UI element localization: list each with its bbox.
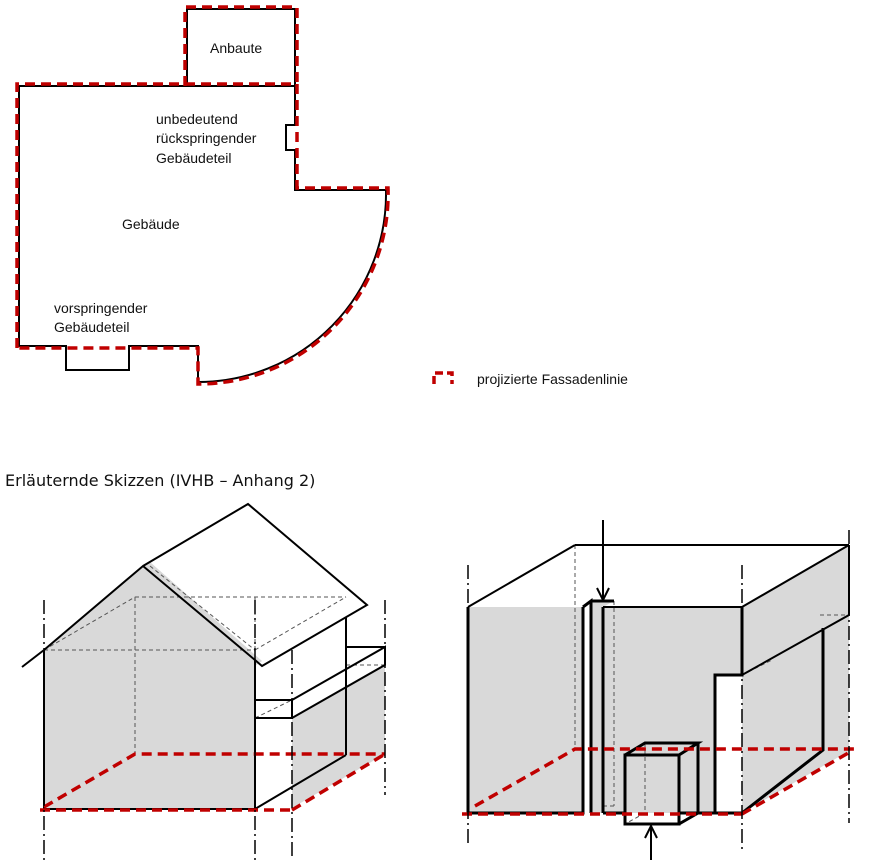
arrow-down-icon	[596, 520, 610, 603]
label-ruecksp-3: Gebäudeteil	[156, 150, 232, 166]
label-ruecksp-2: rückspringender	[156, 130, 257, 146]
projected-facade-line	[15, 5, 390, 386]
legend-label: projizierte Fassadenlinie	[477, 371, 628, 387]
label-ruecksp-1: unbedeutend	[156, 111, 238, 127]
arrow-up-icon	[644, 823, 658, 860]
label-anbaute: Anbaute	[210, 40, 262, 56]
label-vorsp-2: Gebäudeteil	[54, 319, 130, 335]
sketch-house	[21, 502, 386, 860]
section-heading: Erläuternde Skizzen (IVHB – Anhang 2)	[5, 471, 316, 490]
legend-swatch-icon	[432, 371, 454, 384]
sketch-box-building	[462, 520, 857, 860]
label-gebaeude: Gebäude	[122, 216, 180, 232]
label-vorsp-1: vorspringender	[54, 300, 148, 316]
